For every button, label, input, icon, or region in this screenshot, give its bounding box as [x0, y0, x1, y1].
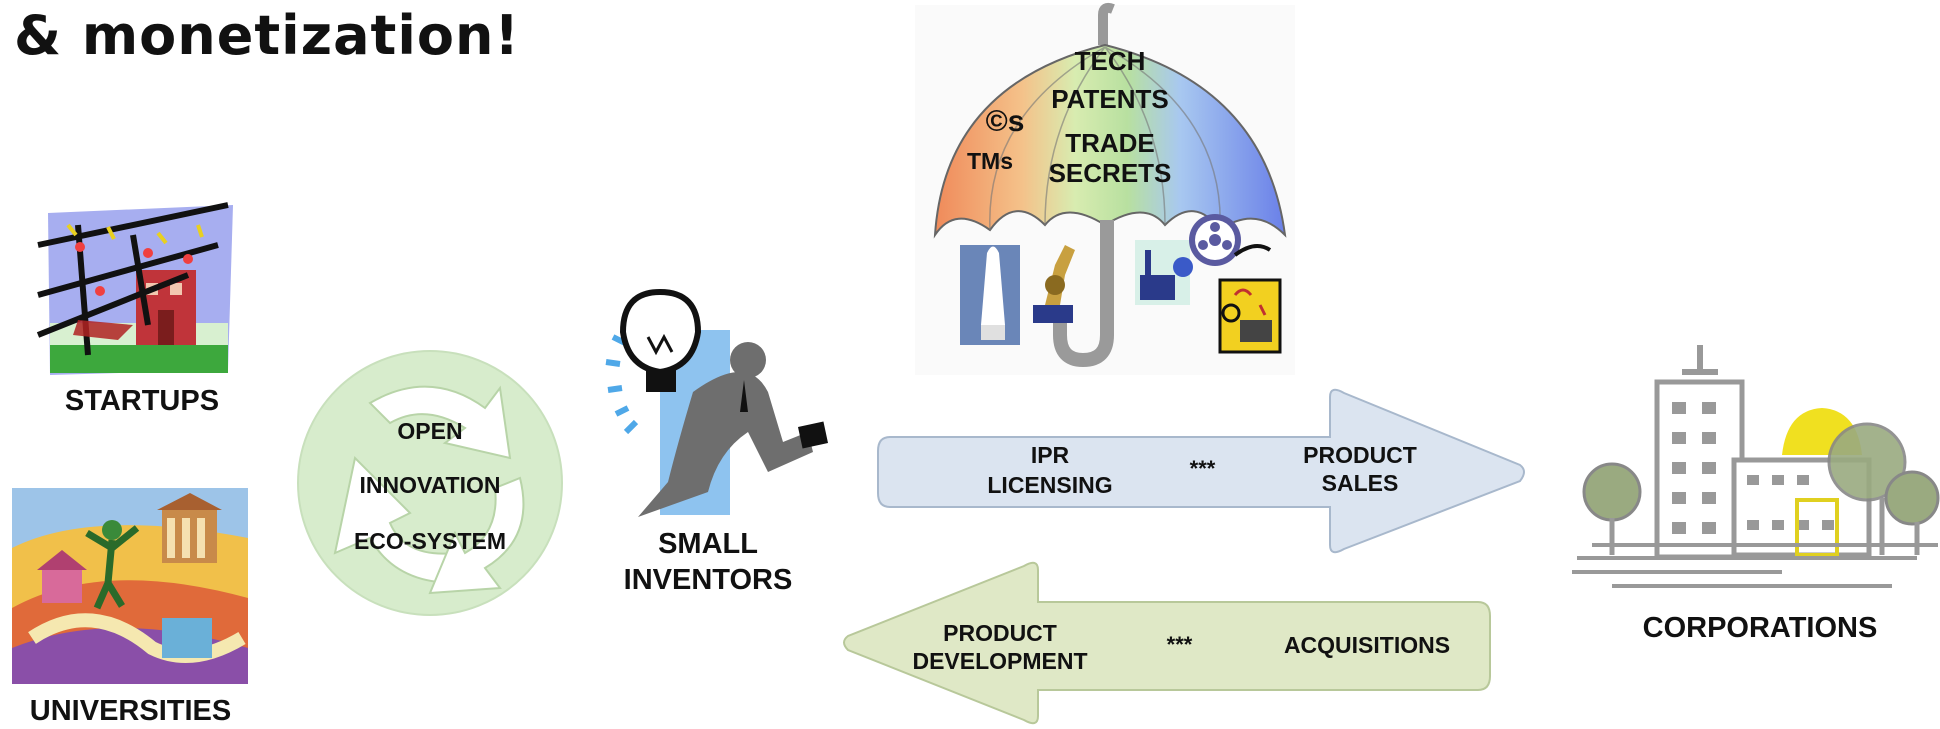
- universities-label: UNIVERSITIES: [29, 695, 232, 727]
- ip-umbrella: [915, 2, 1295, 375]
- umbrella-copyrights: ©s: [985, 105, 1025, 138]
- umbrella-trademarks: TMs: [967, 148, 1013, 174]
- university-collage-clipart-icon: [12, 488, 248, 684]
- arrow-right-shape: [877, 388, 1525, 554]
- recycle-arrows-icon: [297, 350, 563, 616]
- umbrella-trade: TRADE: [1065, 128, 1155, 158]
- arrow-left-shape: [843, 561, 1491, 725]
- microscope-icon: [1033, 245, 1075, 323]
- arrow-right-left-line2: LICENSING: [987, 472, 1113, 498]
- page-heading: & monetization!: [14, 4, 521, 67]
- umbrella-tech: TECH: [1074, 46, 1146, 76]
- city-buildings-icon: [1572, 345, 1940, 588]
- arrow-right-right-line2: SALES: [1321, 470, 1399, 496]
- arrow-left-left-line2: DEVELOPMENT: [912, 648, 1088, 674]
- arrow-right-right-line1: PRODUCT: [1303, 442, 1417, 468]
- startup-building-clipart-icon: [36, 202, 233, 375]
- arrow-left-right: ACQUISITIONS: [1283, 632, 1451, 658]
- arrow-left-separator: ***: [1166, 632, 1193, 657]
- space-shuttle-icon: [960, 245, 1020, 345]
- arrow-left-left-line1: PRODUCT: [943, 620, 1057, 646]
- ecosystem-line1: OPEN: [397, 418, 463, 444]
- ecosystem-line2: INNOVATION: [359, 472, 501, 498]
- lightbulb-inventor-icon: [605, 288, 829, 517]
- umbrella-secrets: SECRETS: [1048, 158, 1172, 188]
- umbrella-patents: PATENTS: [1051, 84, 1169, 114]
- factory-globe-icon: [1135, 240, 1193, 305]
- startups-label: STARTUPS: [64, 385, 220, 417]
- ecosystem-line3: ECO-SYSTEM: [353, 528, 507, 554]
- inventors-line2: INVENTORS: [623, 564, 793, 596]
- corporations-label: CORPORATIONS: [1642, 612, 1878, 644]
- music-player-icon: [1218, 278, 1282, 354]
- arrow-right-separator: ***: [1189, 456, 1216, 481]
- film-reel-icon: [1189, 214, 1272, 266]
- inventors-line1: SMALL: [658, 528, 758, 560]
- arrow-right-left-line1: IPR: [1030, 442, 1070, 468]
